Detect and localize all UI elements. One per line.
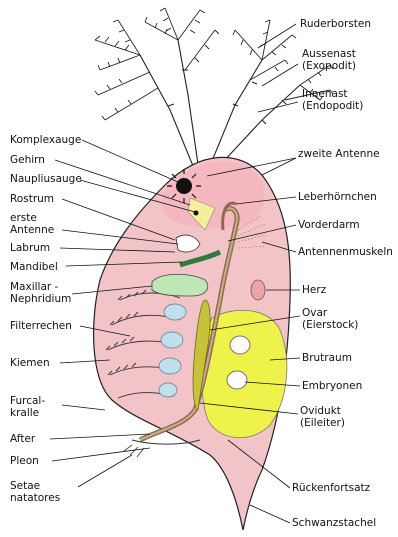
- label-rueckenfortsatz: Rückenfortsatz: [292, 482, 371, 494]
- label-kiemen: Kiemen: [10, 357, 50, 369]
- label-innenast: Innenast(Endopodit): [302, 88, 363, 112]
- label-schwanzstachel: Schwanzstachel: [292, 517, 376, 529]
- label-brutraum: Brutraum: [302, 352, 352, 364]
- heart: [251, 280, 265, 300]
- label-embryonen: Embryonen: [302, 380, 362, 392]
- label-vorderdarm: Vorderdarm: [298, 219, 360, 231]
- label-zweite-antenne: zweite Antenne: [298, 148, 380, 160]
- head: [162, 161, 265, 228]
- label-after: After: [10, 433, 36, 445]
- labels-right: Ruderborsten Aussenast(Exopodit) Innenas…: [292, 18, 393, 529]
- label-filterrechen: Filterrechen: [10, 320, 72, 332]
- label-naupliusauge: Naupliusauge: [10, 173, 82, 185]
- labels-left: Komplexauge Gehirn Naupliusauge Rostrum …: [10, 134, 82, 504]
- nauplius-eye: [194, 211, 199, 216]
- label-ovidukt: Ovidukt(Eileiter): [300, 405, 345, 429]
- label-aussenast: Aussenast(Exopodit): [302, 48, 356, 72]
- label-ovar: Ovar(Eierstock): [302, 307, 358, 331]
- label-herz: Herz: [302, 284, 327, 296]
- label-komplexauge: Komplexauge: [10, 134, 81, 146]
- label-labrum: Labrum: [10, 242, 50, 254]
- label-rostrum: Rostrum: [10, 193, 54, 205]
- label-maxillar-nephridium: Maxillar -Nephridium: [10, 281, 71, 305]
- label-pleon: Pleon: [10, 455, 39, 467]
- label-mandibel: Mandibel: [10, 261, 58, 273]
- label-leberhoernchen: Leberhörnchen: [298, 191, 377, 203]
- label-antennenmuskeln: Antennenmuskeln: [298, 246, 393, 258]
- label-gehirn: Gehirn: [10, 154, 45, 166]
- label-furcalkralle: Furcal-kralle: [10, 395, 45, 419]
- label-ruderborsten: Ruderborsten: [300, 18, 371, 30]
- maxillary-nephridium: [152, 274, 208, 296]
